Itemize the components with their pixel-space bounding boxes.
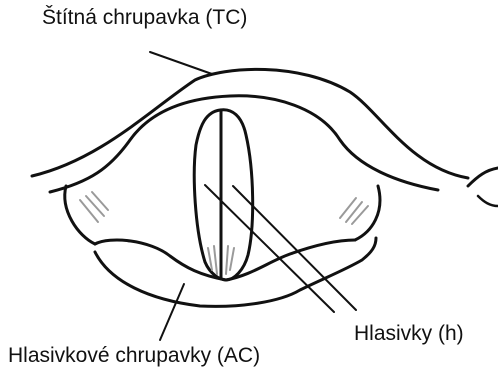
pointer-line-h-1 — [205, 185, 334, 312]
left-lateral-wall — [65, 186, 95, 244]
arytenoid-outer-contour — [95, 238, 376, 306]
pointer-line-tc — [150, 52, 212, 74]
arytenoid-cartilages-label: Hlasivkové chrupavky (AC) — [8, 344, 260, 368]
left-corner-shading — [80, 192, 108, 222]
vocal-folds-label: Hlasivky (h) — [354, 322, 464, 346]
adjacent-figure-edge-lower — [478, 196, 498, 206]
adjacent-figure-edge — [468, 168, 498, 186]
thyroid-cartilage-label: Štítná chrupavka (TC) — [42, 6, 247, 30]
right-corner-shading — [340, 198, 368, 224]
right-lateral-wall — [355, 186, 380, 240]
pointer-line-ac — [160, 284, 184, 340]
glottis-outline — [194, 110, 252, 280]
